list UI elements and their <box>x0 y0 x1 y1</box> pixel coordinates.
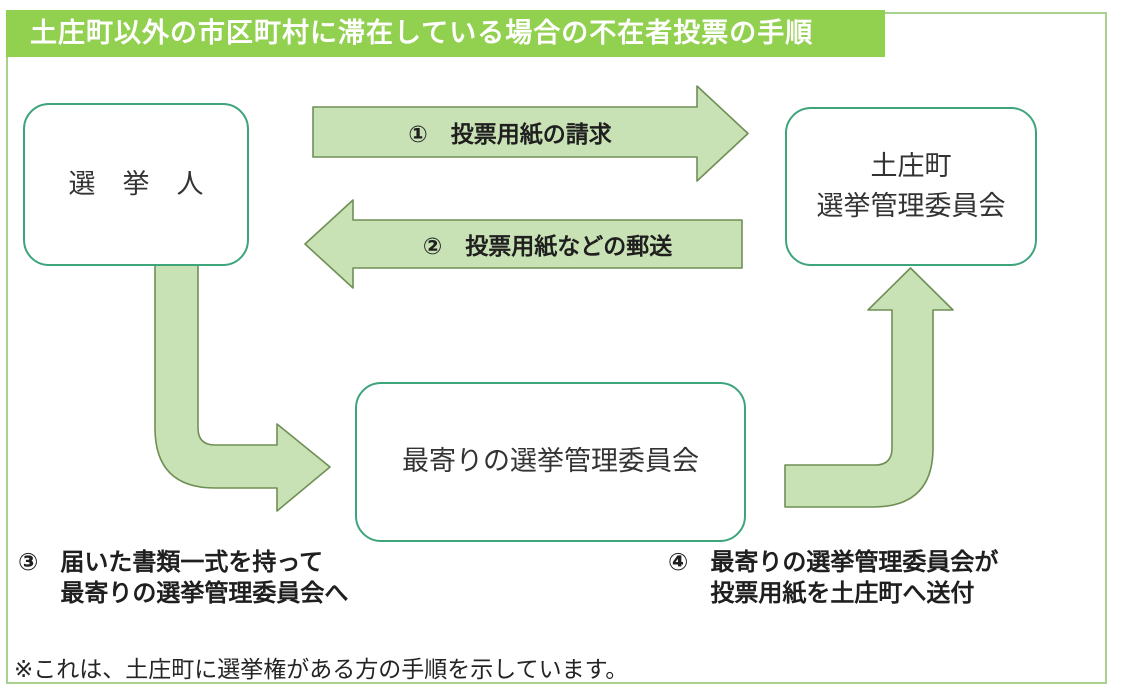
arrow-step2-label: ② 投票用紙などの郵送 <box>422 233 673 259</box>
step4-text: 最寄りの選挙管理委員会が 投票用紙を土庄町へ送付 <box>710 547 998 609</box>
box-nearest-election-committee: 最寄りの選挙管理委員会 <box>355 382 746 542</box>
footnote: ※これは、土庄町に選挙権がある方の手順を示しています。 <box>14 656 629 682</box>
box-tonosho-election-committee: 土庄町 選挙管理委員会 <box>785 107 1037 266</box>
box-tonosho-line2: 選挙管理委員会 <box>816 190 1006 221</box>
step4-caption: ④ 最寄りの選挙管理委員会が 投票用紙を土庄町へ送付 <box>668 547 998 609</box>
arrow-elbow-step3-icon <box>154 263 331 512</box>
step4-line2: 投票用紙を土庄町へ送付 <box>710 580 975 607</box>
step3-text: 届いた書類一式を持って 最寄りの選挙管理委員会へ <box>60 547 348 609</box>
arrow-step1-label: ① 投票用紙の請求 <box>408 121 612 147</box>
box-elector-label: 選 挙 人 <box>68 168 204 199</box>
arrow-right-step1-icon <box>312 85 749 182</box>
arrow-elbow-step4-icon <box>784 267 954 508</box>
step3-number: ③ <box>18 549 39 576</box>
arrow-left-step2-icon <box>304 199 743 289</box>
box-elector: 選 挙 人 <box>23 103 249 266</box>
box-tonosho-line1: 土庄町 <box>870 151 952 182</box>
page-title: 土庄町以外の市区町村に滞在している場合の不在者投票の手順 <box>6 10 885 57</box>
step3-caption: ③ 届いた書類一式を持って 最寄りの選挙管理委員会へ <box>18 547 348 609</box>
step3-line1: 届いた書類一式を持って <box>60 549 324 576</box>
box-nearest-label: 最寄りの選挙管理委員会 <box>402 446 699 477</box>
step3-line2: 最寄りの選挙管理委員会へ <box>60 580 349 607</box>
step4-line1: 最寄りの選挙管理委員会が <box>710 549 999 576</box>
step4-number: ④ <box>668 549 689 576</box>
